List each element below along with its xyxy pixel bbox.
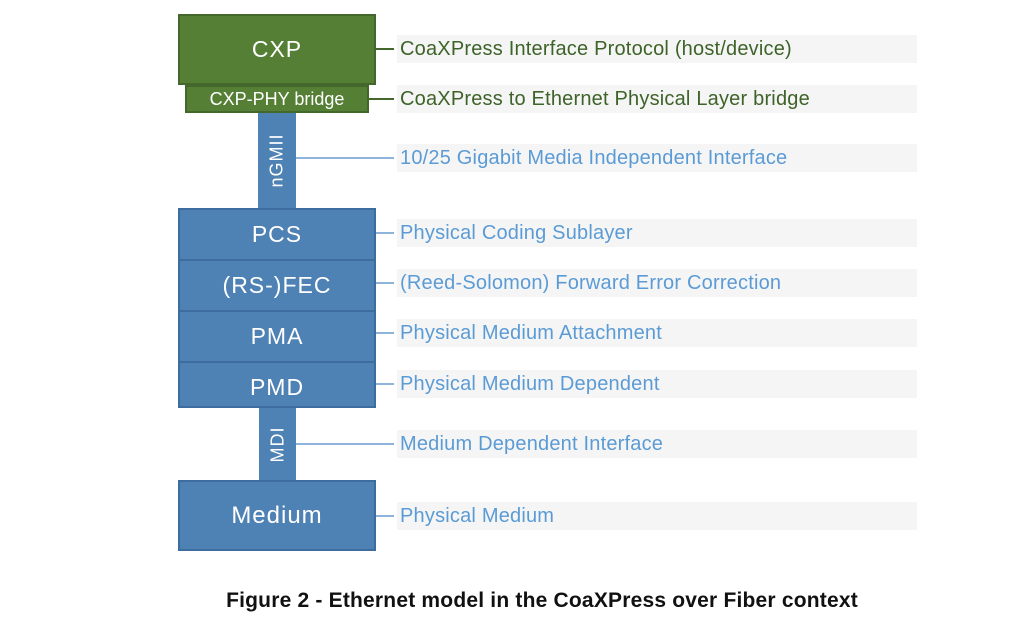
cxp-box: CXP: [178, 14, 376, 85]
leader-line: [376, 332, 394, 334]
label-highlight-band: [397, 502, 917, 530]
leader-line: [376, 515, 394, 517]
label-highlight-band: [397, 35, 917, 63]
pcs-box-label: PCS: [251, 221, 303, 247]
rs-fec-box-label: (RS-)FEC: [222, 272, 332, 298]
pmd-box-label: PMD: [249, 374, 305, 400]
label-row-medium: Physical Medium: [0, 502, 1012, 530]
label-row-mdi: Medium Dependent Interface: [0, 430, 1012, 458]
label-row-pcs: Physical Coding Sublayer: [0, 219, 1012, 247]
layer-description-pcs: Physical Coding Sublayer: [400, 222, 633, 244]
cxp-phy-bridge-box: CXP-PHY bridge: [185, 85, 369, 113]
pcs-box: PCS: [180, 210, 374, 259]
leader-line: [376, 48, 394, 50]
layer-description-medium: Physical Medium: [400, 505, 555, 527]
label-highlight-band: [397, 370, 917, 398]
figure-caption: Figure 2 - Ethernet model in the CoaXPre…: [226, 589, 858, 612]
ngmii-connector-label: nGMII: [266, 133, 287, 188]
layer-description-mdi: Medium Dependent Interface: [400, 433, 664, 455]
label-row-cxp-phy-bridge: CoaXPress to Ethernet Physical Layer bri…: [0, 85, 1012, 113]
layer-description-cxp: CoaXPress Interface Protocol (host/devic…: [400, 38, 792, 60]
leader-line: [376, 383, 394, 385]
cxp-phy-bridge-box-label: CXP-PHY bridge: [209, 88, 345, 109]
pmd-box: PMD: [180, 361, 374, 412]
label-highlight-band: [397, 85, 917, 113]
label-row-pmd: Physical Medium Dependent: [0, 370, 1012, 398]
cxp-box-label: CXP: [251, 36, 303, 62]
leader-line: [296, 443, 394, 445]
label-highlight-band: [397, 219, 917, 247]
phy-sublayer-stack: PCS (RS-)FEC PMA PMD: [178, 208, 376, 408]
label-highlight-band: [397, 430, 917, 458]
label-row-rs-fec: (Reed-Solomon) Forward Error Correction: [0, 269, 1012, 297]
label-row-pma: Physical Medium Attachment: [0, 319, 1012, 347]
layer-description-cxp-phy-bridge: CoaXPress to Ethernet Physical Layer bri…: [400, 88, 810, 110]
leader-line: [376, 282, 394, 284]
pma-box: PMA: [180, 310, 374, 361]
label-highlight-band: [397, 269, 917, 297]
rs-fec-box: (RS-)FEC: [180, 259, 374, 310]
medium-box: Medium: [178, 480, 376, 551]
mdi-connector: MDI: [259, 408, 296, 480]
medium-box-label: Medium: [231, 501, 323, 529]
layer-description-ngmii: 10/25 Gigabit Media Independent Interfac…: [400, 147, 788, 169]
leader-line: [296, 157, 394, 159]
layer-description-rs-fec: (Reed-Solomon) Forward Error Correction: [400, 272, 782, 294]
label-highlight-band: [397, 319, 917, 347]
label-row-ngmii: 10/25 Gigabit Media Independent Interfac…: [0, 144, 1012, 172]
pma-box-label: PMA: [250, 323, 304, 349]
layer-description-pma: Physical Medium Attachment: [400, 322, 662, 344]
layer-description-pmd: Physical Medium Dependent: [400, 373, 660, 395]
label-row-cxp: CoaXPress Interface Protocol (host/devic…: [0, 35, 1012, 63]
ngmii-connector: nGMII: [258, 113, 296, 208]
leader-line: [376, 232, 394, 234]
mdi-connector-label: MDI: [267, 426, 287, 462]
leader-line: [369, 98, 394, 100]
label-highlight-band: [397, 144, 917, 172]
